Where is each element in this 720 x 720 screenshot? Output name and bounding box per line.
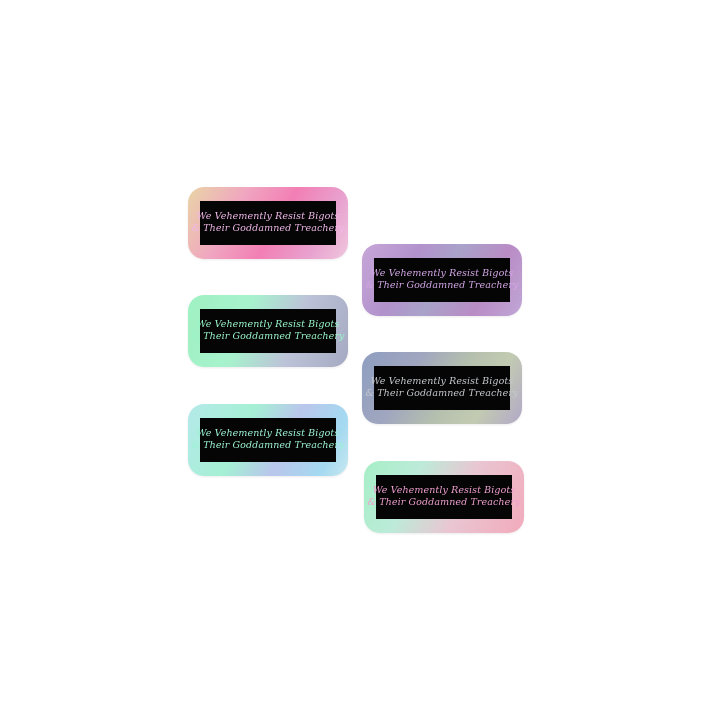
sticker-pink: We Vehemently Resist Bigots & Their Godd… xyxy=(188,187,348,259)
sticker-label-panel: We Vehemently Resist Bigots & Their Godd… xyxy=(192,418,344,462)
sticker-text-line-2: & Their Goddamned Treachery xyxy=(365,280,519,291)
sticker-label-panel: We Vehemently Resist Bigots & Their Godd… xyxy=(368,475,520,519)
sticker-text-line-2: & Their Goddamned Treachery xyxy=(191,440,345,451)
sticker-aqua: We Vehemently Resist Bigots & Their Godd… xyxy=(188,404,348,476)
sticker-mint: We Vehemently Resist Bigots & Their Godd… xyxy=(188,295,348,367)
sticker-text-line-1: We Vehemently Resist Bigots xyxy=(196,319,340,330)
sticker-text-line-2: & Their Goddamned Treachery xyxy=(191,331,345,342)
sticker-text-line-2: & Their Goddamned Treachery xyxy=(365,388,519,399)
sticker-label-panel: We Vehemently Resist Bigots & Their Godd… xyxy=(192,201,344,245)
sticker-silver-blue: We Vehemently Resist Bigots & Their Godd… xyxy=(362,352,522,424)
sticker-text-line-1: We Vehemently Resist Bigots xyxy=(370,268,514,279)
sticker-label-panel: We Vehemently Resist Bigots & Their Godd… xyxy=(366,366,518,410)
sticker-text-line-1: We Vehemently Resist Bigots xyxy=(196,428,340,439)
sticker-label-panel: We Vehemently Resist Bigots & Their Godd… xyxy=(366,258,518,302)
sticker-text-line-1: We Vehemently Resist Bigots xyxy=(372,485,516,496)
sticker-lavender: We Vehemently Resist Bigots & Their Godd… xyxy=(362,244,522,316)
sticker-text-line-2: & Their Goddamned Treachery xyxy=(367,497,521,508)
sticker-label-panel: We Vehemently Resist Bigots & Their Godd… xyxy=(192,309,344,353)
sticker-text-line-2: & Their Goddamned Treachery xyxy=(191,223,345,234)
sticker-text-line-1: We Vehemently Resist Bigots xyxy=(370,376,514,387)
sticker-text-line-1: We Vehemently Resist Bigots xyxy=(196,211,340,222)
sticker-mint-pink: We Vehemently Resist Bigots & Their Godd… xyxy=(364,461,524,533)
